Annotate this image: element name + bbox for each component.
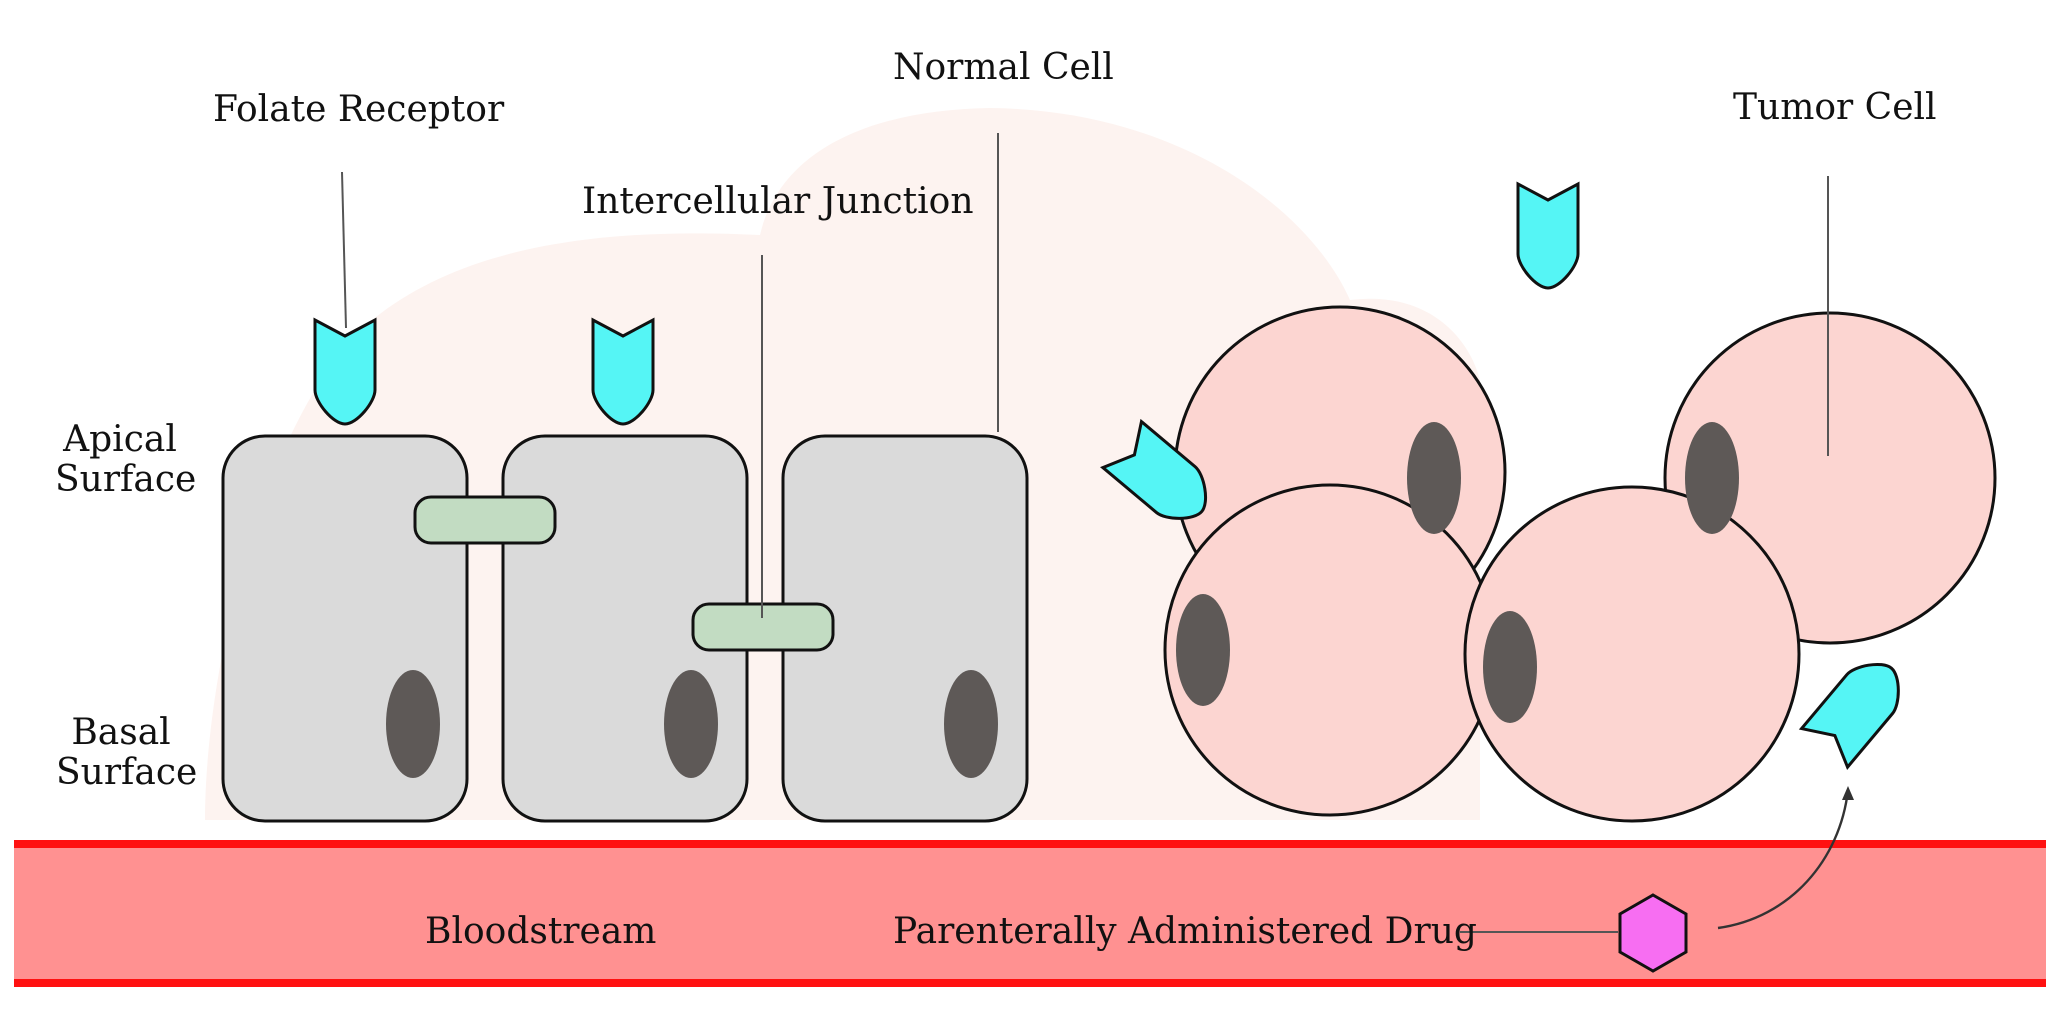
arrowhead-icon: [1842, 786, 1854, 800]
nucleus: [1483, 611, 1537, 723]
label-tumor-cell: Tumor Cell: [1733, 87, 1937, 128]
basal-line-1: Basal: [71, 712, 171, 753]
normal-cell-group: [221, 434, 1029, 823]
label-intercellular-junction: Intercellular Junction: [582, 181, 974, 222]
folate-receptor-icon: [591, 317, 655, 426]
nucleus: [1685, 422, 1739, 534]
drug-group: [1618, 893, 1688, 973]
drug-path-arrow: [1717, 789, 1850, 930]
nucleus: [1176, 594, 1230, 706]
bloodstream: [14, 840, 2046, 987]
label-folate-receptor: Folate Receptor: [213, 89, 505, 130]
tumor-cell-group: [1163, 305, 1997, 823]
folate-receptor-icon: [1798, 662, 1900, 770]
leader-line: [341, 171, 347, 329]
apical-line-1: Apical: [63, 419, 177, 460]
nucleus: [664, 670, 718, 778]
label-basal-surface: Basal Surface: [56, 712, 198, 793]
intercellular-junction: [413, 495, 557, 545]
apical-line-2: Surface: [55, 458, 197, 500]
leader-lines: [341, 133, 1854, 933]
folate-receptor-icon: [313, 317, 377, 426]
folate-receptor-icon: [1100, 418, 1208, 520]
hexagon-drug-icon: [1618, 893, 1688, 973]
label-drug: Parenterally Administered Drug: [893, 911, 1477, 952]
label-normal-cell: Normal Cell: [893, 47, 1114, 88]
nucleus: [386, 670, 440, 778]
tumor-cell: [1463, 485, 1801, 823]
nucleus: [944, 670, 998, 778]
nucleus: [1407, 422, 1461, 534]
label-apical-surface: Apical Surface: [55, 419, 197, 500]
basal-line-2: Surface: [56, 751, 198, 793]
label-bloodstream: Bloodstream: [425, 911, 657, 952]
folate-receptor-icon: [1516, 181, 1580, 290]
receptor-group: [313, 181, 1900, 770]
